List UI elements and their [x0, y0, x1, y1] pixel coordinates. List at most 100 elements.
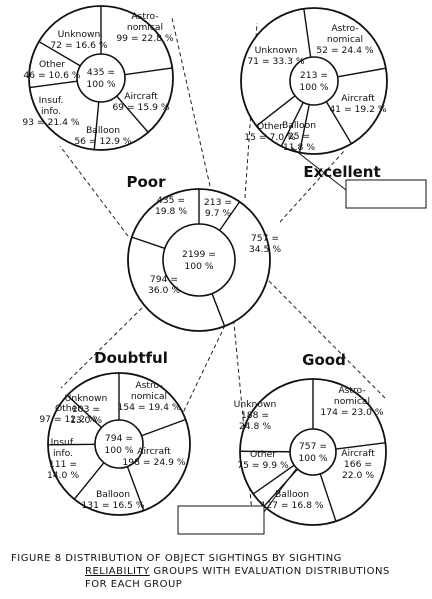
main-pie-center-circle	[162, 223, 236, 297]
poor-pie-slice-label-other: 46 = 10.6 %	[23, 70, 81, 81]
excellent-pie-divider-astronomical	[303, 8, 312, 58]
doubtful-pie-slice-label-aircraft: 198 = 24.9 %	[122, 457, 185, 468]
doubtful-pie-slice-label-unknown: 13.0 %	[70, 415, 102, 426]
connector-line-5	[60, 302, 148, 389]
poor-pie-slice-label-aircraft: Aircraft	[124, 91, 158, 102]
good-pie-slice-label-balloon: Balloon	[275, 489, 309, 500]
good-pie-divider-insuf-info	[263, 468, 299, 507]
caption-line-2-rest: GROUPS WITH EVALUATION DISTRIBUTIONS	[149, 566, 390, 577]
good-pie-slice-label-unknown: 24.8 %	[239, 421, 271, 432]
excellent-pie-slice-label-other: Other	[257, 121, 283, 132]
main-pie-slice-label-excellent: 9.7 %	[205, 208, 232, 219]
main-pie-divider-doubtful	[211, 293, 226, 327]
good-pie-divider-unknown	[239, 450, 291, 453]
excellent-group-title: Excellent	[303, 163, 380, 181]
main-pie-divider-good	[219, 201, 241, 231]
excellent-pie-slice-label-unknown: Unknown	[255, 45, 298, 56]
doubtful-pie-center-label: 100 %	[104, 445, 133, 456]
excellent-pie-divider-other	[280, 102, 304, 147]
doubtful-pie-slice-label-other: Other	[55, 403, 81, 414]
excellent-pie-slice-label-aircraft: Aircraft	[341, 93, 375, 104]
main-pie-divider-poor	[131, 236, 166, 250]
doubtful-group-title: Doubtful	[94, 349, 168, 367]
doubtful-pie-slice-label-unknown: Unknown	[65, 393, 108, 404]
good-insuf-info-callout-box	[177, 505, 265, 535]
excellent-pie-divider-aircraft	[337, 67, 386, 78]
doubtful-pie-slice-label-unknown: 103 =	[72, 404, 100, 415]
connector-line-2	[171, 17, 211, 187]
doubtful-pie-divider-unknown	[66, 394, 103, 429]
doubtful-pie-center-label: 794 =	[105, 433, 133, 444]
good-pie-slice-label-unknown: 188 =	[241, 410, 269, 421]
excellent-pie-slice-label-balloon: 11.8 %	[283, 142, 315, 153]
figure-caption: FIGURE 8 DISTRIBUTION OF OBJECT SIGHTING…	[11, 552, 426, 591]
doubtful-pie-slice-label-insuf-info: Insuf.	[51, 437, 76, 448]
good-pie-center-circle	[289, 428, 337, 476]
good-pie-slice-label-astronomical: Astro-	[338, 385, 365, 396]
excellent-insuf-info-callout-box	[345, 179, 427, 209]
good-insuf-info-pointer	[263, 468, 297, 513]
connector-line-8	[232, 312, 255, 534]
main-pie-slice-label-poor: 435 =	[157, 195, 185, 206]
good-pie-divider-aircraft	[335, 442, 386, 450]
poor-pie-divider-other	[29, 80, 78, 89]
connector-line-1	[59, 145, 129, 237]
excellent-pie-divider-unknown	[256, 95, 296, 127]
excellent-pie-slice-label-balloon: Balloon	[282, 120, 316, 131]
poor-pie-divider-unknown	[38, 40, 81, 67]
caption-line-1: FIGURE 8 DISTRIBUTION OF OBJECT SIGHTING…	[11, 553, 342, 564]
main-pie-center-label: 100 %	[184, 261, 213, 272]
main-pie-slice-label-good: 757 =	[251, 233, 279, 244]
poor-pie-slice-label-insuf-info: 93 = 21.4 %	[22, 117, 80, 128]
good-pie-center-label: 757 =	[299, 441, 327, 452]
good-pie-divider-other	[252, 464, 295, 495]
good-pie-slice-label-aircraft: Aircraft	[341, 448, 375, 459]
doubtful-pie-divider-balloon	[126, 466, 145, 511]
doubtful-pie-slice-label-insuf-info: 14.0 %	[47, 470, 79, 481]
excellent-pie-slice-label-balloon: 25 =	[288, 131, 310, 142]
poor-pie-center-circle	[76, 53, 126, 103]
main-pie-slice-label-excellent: 213 =	[204, 197, 232, 208]
poor-pie-slice-label-insuf-info: info.	[41, 106, 61, 117]
poor-group-title: Poor	[126, 173, 166, 191]
poor-pie-slice-label-other: Other	[39, 59, 65, 70]
excellent-pie-center-label: 100 %	[299, 82, 328, 93]
doubtful-pie-slice-label-aircraft: Aircraft	[137, 446, 171, 457]
doubtful-pie-slice-label-astronomical: 154 = 19.4 %	[117, 402, 180, 413]
poor-pie-slice-label-insuf-info: Insuf.	[39, 95, 64, 106]
connector-line-4	[279, 149, 346, 223]
excellent-pie-center-circle	[289, 56, 339, 106]
doubtful-pie-divider-other	[47, 443, 96, 446]
good-group-title: Good	[302, 351, 346, 369]
doubtful-pie-slice-label-insuf-info: info.	[53, 448, 73, 459]
poor-pie-divider-insuf-info	[93, 101, 100, 150]
main-pie-center-label: 2199 =	[182, 249, 216, 260]
excellent-pie-divider-balloon	[325, 101, 352, 145]
poor-pie-slice-label-astronomical: 99 = 22.8 %	[116, 33, 174, 44]
good-pie-slice-label-aircraft: 166 =	[344, 459, 372, 470]
good-pie-slice-label-aircraft: 22.0 %	[342, 470, 374, 481]
caption-line-3: FOR EACH GROUP	[85, 579, 183, 590]
good-pie-slice-label-balloon: 127 = 16.8 %	[260, 500, 323, 511]
main-pie-slice-label-doubtful: 794 =	[150, 274, 178, 285]
excellent-insuf-info-pointer	[290, 146, 347, 191]
excellent-pie-slice-label-astronomical: 52 = 24.4 %	[316, 45, 374, 56]
good-pie-slice-label-other: 75 = 9.9 %	[237, 460, 289, 471]
doubtful-pie-slice-label-balloon: 131 = 16.5 %	[81, 500, 144, 511]
poor-pie-slice-label-aircraft: 69 = 15.9 %	[112, 102, 170, 113]
poor-pie-slice-label-balloon: Balloon	[86, 125, 120, 136]
excellent-pie-slice-label-aircraft: 41 = 19.2 %	[329, 104, 387, 115]
good-pie-center-label: 100 %	[298, 453, 327, 464]
good-pie-slice-label-other: Other	[250, 449, 276, 460]
caption-line-2: RELIABILITY GROUPS WITH EVALUATION DISTR…	[11, 565, 426, 578]
doubtful-pie-slice-label-astronomical: nomical	[131, 391, 167, 402]
excellent-pie-center-label: 213 =	[300, 70, 328, 81]
excellent-pie-slice-label-astronomical: Astro-	[331, 23, 358, 34]
poor-pie-slice-label-balloon: 56 = 12.9 %	[74, 136, 132, 147]
excellent-pie-slice-label-other: 15 = 7.0 %	[244, 132, 296, 143]
doubtful-pie-slice-label-insuf-info: 111 =	[49, 459, 77, 470]
caption-reliability: RELIABILITY	[85, 566, 150, 577]
doubtful-pie-center-circle	[94, 419, 144, 469]
poor-pie-slice-label-astronomical: nomical	[127, 22, 163, 33]
